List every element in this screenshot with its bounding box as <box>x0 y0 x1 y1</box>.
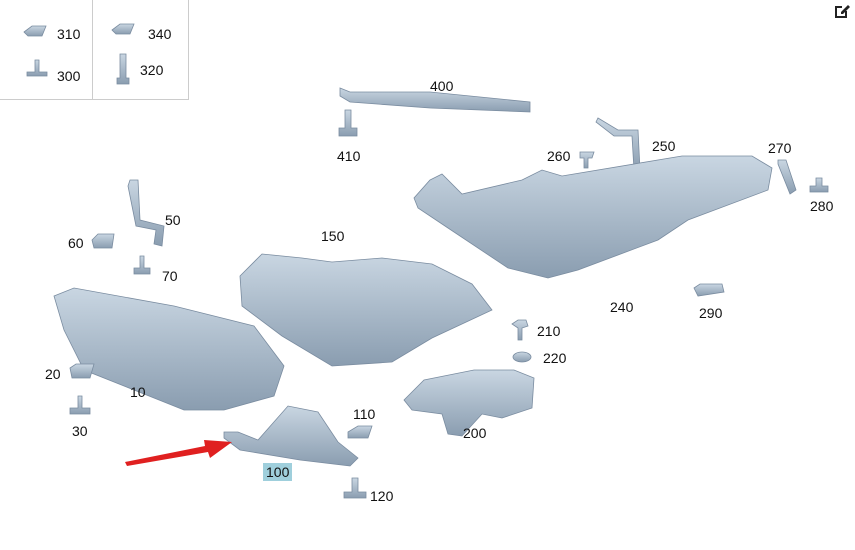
part-120 <box>343 477 367 499</box>
part-20 <box>69 363 95 379</box>
part-10 <box>53 287 285 411</box>
part-label-290: 290 <box>699 305 723 321</box>
part-30 <box>69 395 91 415</box>
part-label-260: 260 <box>547 148 571 164</box>
part-280 <box>809 177 829 193</box>
part-label-280: 280 <box>810 198 834 214</box>
part-label-50: 50 <box>165 212 181 228</box>
part-label-410: 410 <box>337 148 361 164</box>
part-290 <box>693 283 725 297</box>
part-70 <box>133 255 151 275</box>
part-200 <box>403 369 535 437</box>
part-label-60: 60 <box>68 235 84 251</box>
part-110 <box>347 425 373 439</box>
part-label-120: 120 <box>370 488 394 504</box>
part-240 <box>413 155 773 279</box>
bolt-icon <box>116 53 130 85</box>
edit-icon[interactable] <box>833 2 851 20</box>
clip-nut-icon <box>23 25 47 37</box>
part-220 <box>512 351 532 363</box>
part-label-70: 70 <box>162 268 178 284</box>
legend-label-320: 320 <box>140 62 164 78</box>
part-label-30: 30 <box>72 423 88 439</box>
legend-label-300: 300 <box>57 68 81 84</box>
legend-label-340: 340 <box>148 26 172 42</box>
part-label-100-highlighted: 100 <box>263 463 293 481</box>
part-label-250: 250 <box>652 138 676 154</box>
part-label-220: 220 <box>543 350 567 366</box>
legend-label-310: 310 <box>57 26 81 42</box>
part-270 <box>777 159 797 195</box>
part-label-20: 20 <box>45 366 61 382</box>
part-label-240: 240 <box>610 299 634 315</box>
part-50 <box>127 179 165 247</box>
part-100 <box>223 405 359 467</box>
clip-nut-icon <box>111 23 135 35</box>
part-label-110: 110 <box>353 406 376 422</box>
part-label-10: 10 <box>130 384 146 400</box>
part-150 <box>239 253 493 367</box>
part-210 <box>511 319 529 341</box>
part-label-200: 200 <box>463 425 487 441</box>
rivet-icon <box>26 59 48 77</box>
fastener-legend <box>0 0 189 100</box>
part-label-400: 400 <box>430 78 454 94</box>
part-60 <box>91 233 115 249</box>
part-400 <box>339 87 531 113</box>
part-410 <box>338 109 358 137</box>
part-label-210: 210 <box>537 323 561 339</box>
part-label-150: 150 <box>321 228 345 244</box>
highlight-arrow <box>125 440 232 466</box>
part-260 <box>579 151 595 169</box>
legend-divider <box>92 0 93 99</box>
part-label-270: 270 <box>768 140 792 156</box>
part-250 <box>595 117 641 171</box>
